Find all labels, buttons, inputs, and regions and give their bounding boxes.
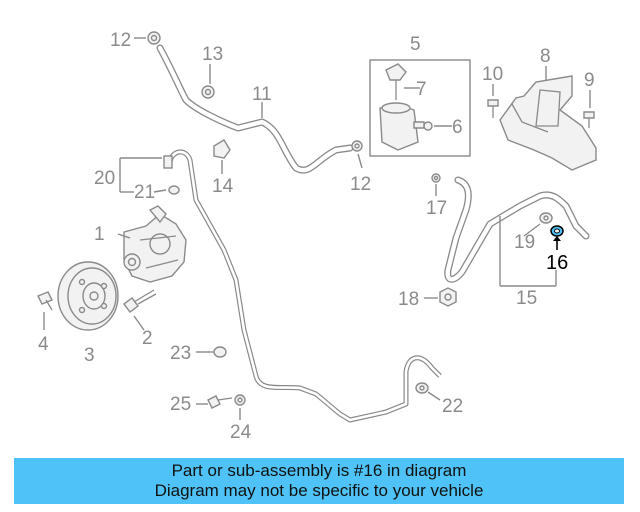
label-part-15: 15	[516, 288, 537, 309]
label-part-20: 20	[94, 168, 115, 189]
label-part-1: 1	[94, 224, 105, 245]
banner-line-disclaimer: Diagram may not be specific to your vehi…	[154, 481, 484, 500]
label-part-7: 7	[416, 79, 427, 100]
fitting-20	[163, 155, 173, 169]
label-part-6: 6	[452, 117, 463, 138]
power-steering-pump-1	[123, 205, 187, 283]
hose-clamp-13	[201, 85, 215, 99]
label-part-3: 3	[84, 345, 95, 366]
return-hose-11	[156, 44, 354, 174]
bolt-10	[487, 99, 499, 118]
hose-clamp-12-top	[147, 31, 161, 45]
label-part-12-top: 12	[110, 30, 131, 51]
label-part-16-highlight: 16	[546, 252, 568, 274]
label-part-4: 4	[38, 334, 49, 355]
label-part-13: 13	[202, 44, 223, 65]
label-part-17: 17	[426, 198, 447, 219]
label-part-24: 24	[230, 422, 252, 443]
banner-line-part-number: Part or sub-assembly is #16 in diagram	[171, 461, 467, 480]
washer-22	[415, 382, 429, 394]
nut-18	[439, 287, 457, 307]
washer-19	[539, 212, 553, 224]
info-banner: Part or sub-assembly is #16 in diagram D…	[14, 458, 624, 504]
pressure-line-20	[167, 149, 442, 423]
fitting-23	[208, 346, 227, 358]
bolt-25	[207, 395, 233, 409]
label-part-2: 2	[142, 328, 153, 349]
label-part-11: 11	[252, 84, 272, 105]
label-part-10: 10	[482, 64, 503, 85]
label-part-12-right: 12	[350, 174, 371, 195]
label-part-25: 25	[170, 394, 191, 415]
pressure-hose-15	[444, 176, 590, 283]
parts-diagram: 12 13 11 12 5 7 6 8 10 9 20 21 14 1 4 3 …	[37, 30, 597, 443]
clamp-14	[213, 139, 231, 159]
label-part-18: 18	[398, 289, 419, 310]
bolt-2	[123, 289, 157, 313]
label-part-8: 8	[540, 46, 551, 67]
reservoir-group-5	[369, 59, 471, 157]
bolt-4	[37, 291, 53, 311]
washer-21	[168, 185, 180, 195]
label-part-19: 19	[514, 232, 535, 253]
clamp-17	[431, 173, 441, 183]
label-part-5: 5	[410, 34, 421, 55]
pulley-3	[57, 261, 119, 331]
label-part-9: 9	[584, 70, 595, 91]
bracket-8	[499, 75, 597, 171]
label-part-14: 14	[212, 176, 234, 197]
label-part-23: 23	[170, 343, 191, 364]
bolt-9	[583, 111, 595, 128]
label-part-21: 21	[134, 182, 155, 203]
hose-clamp-12-right	[351, 140, 363, 152]
label-part-22: 22	[442, 396, 463, 417]
o-ring-16-highlight[interactable]	[550, 225, 564, 237]
leader-lines	[43, 37, 591, 420]
clamp-24	[234, 394, 246, 406]
